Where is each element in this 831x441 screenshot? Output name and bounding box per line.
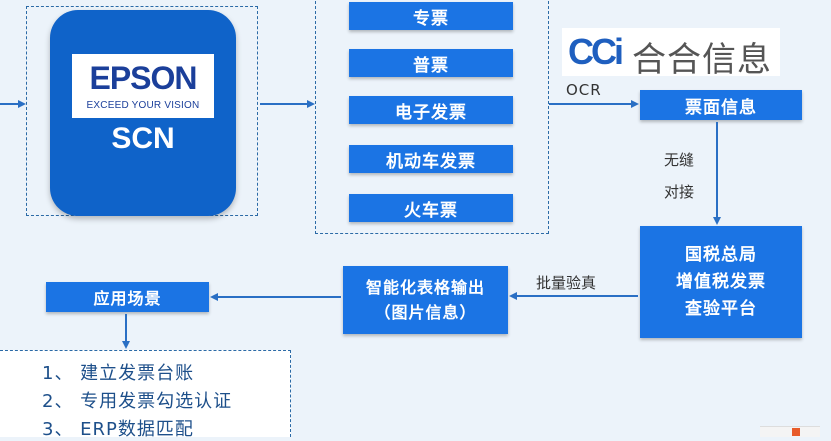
scenario-item-2: 2、 专用发票勾选认证 bbox=[42, 391, 233, 412]
epson-scn-app-icon: EPSON EXCEED YOUR VISION SCN bbox=[50, 10, 236, 216]
output-line2: （图片信息） bbox=[374, 303, 477, 322]
output-line1: 智能化表格输出 bbox=[365, 278, 485, 297]
ticket-type-normal: 普票 bbox=[349, 49, 513, 77]
tax-bureau-box: 国税总局 增值税发票 查验平台 bbox=[640, 226, 802, 338]
tax-bureau-line1: 国税总局 bbox=[685, 244, 757, 265]
epson-tagline: EXCEED YOUR VISION bbox=[86, 100, 200, 111]
scenario-item-3: 3、 ERP数据匹配 bbox=[42, 419, 194, 440]
ticket-type-special: 专票 bbox=[349, 2, 513, 30]
corner-indicator-icon bbox=[792, 428, 800, 436]
tax-bureau-line2: 增值税发票 bbox=[676, 271, 766, 292]
corner-toolbar bbox=[760, 426, 820, 437]
ticket-types-frame bbox=[315, 0, 549, 234]
scn-label: SCN bbox=[111, 122, 175, 155]
ticket-type-vehicle: 机动车发票 bbox=[349, 145, 513, 173]
intsig-logo: CCi 合合信息 bbox=[562, 28, 780, 80]
face-info-box: 票面信息 bbox=[640, 90, 802, 120]
scenario-item-1: 1、 建立发票台账 bbox=[42, 363, 195, 384]
intsig-logo-name: 合合信息 bbox=[632, 40, 772, 80]
epson-brand: EPSON bbox=[89, 60, 197, 96]
tax-bureau-line3: 查验平台 bbox=[685, 298, 757, 319]
epson-logo: EPSON EXCEED YOUR VISION bbox=[72, 54, 214, 118]
ticket-type-electronic: 电子发票 bbox=[349, 96, 513, 124]
seamless-label-line1: 无缝 bbox=[664, 151, 695, 169]
application-scene-box: 应用场景 bbox=[46, 282, 209, 312]
ocr-label: OCR bbox=[566, 81, 602, 99]
scenario-list: 1、 建立发票台账 2、 专用发票勾选认证 3、 ERP数据匹配 bbox=[0, 350, 291, 440]
smart-table-output-box: 智能化表格输出 （图片信息） bbox=[343, 266, 508, 334]
batch-verify-label: 批量验真 bbox=[536, 274, 597, 292]
ticket-type-train: 火车票 bbox=[349, 194, 513, 222]
cci-logo-mark: CCi bbox=[568, 31, 624, 72]
seamless-label-line2: 对接 bbox=[664, 183, 695, 201]
